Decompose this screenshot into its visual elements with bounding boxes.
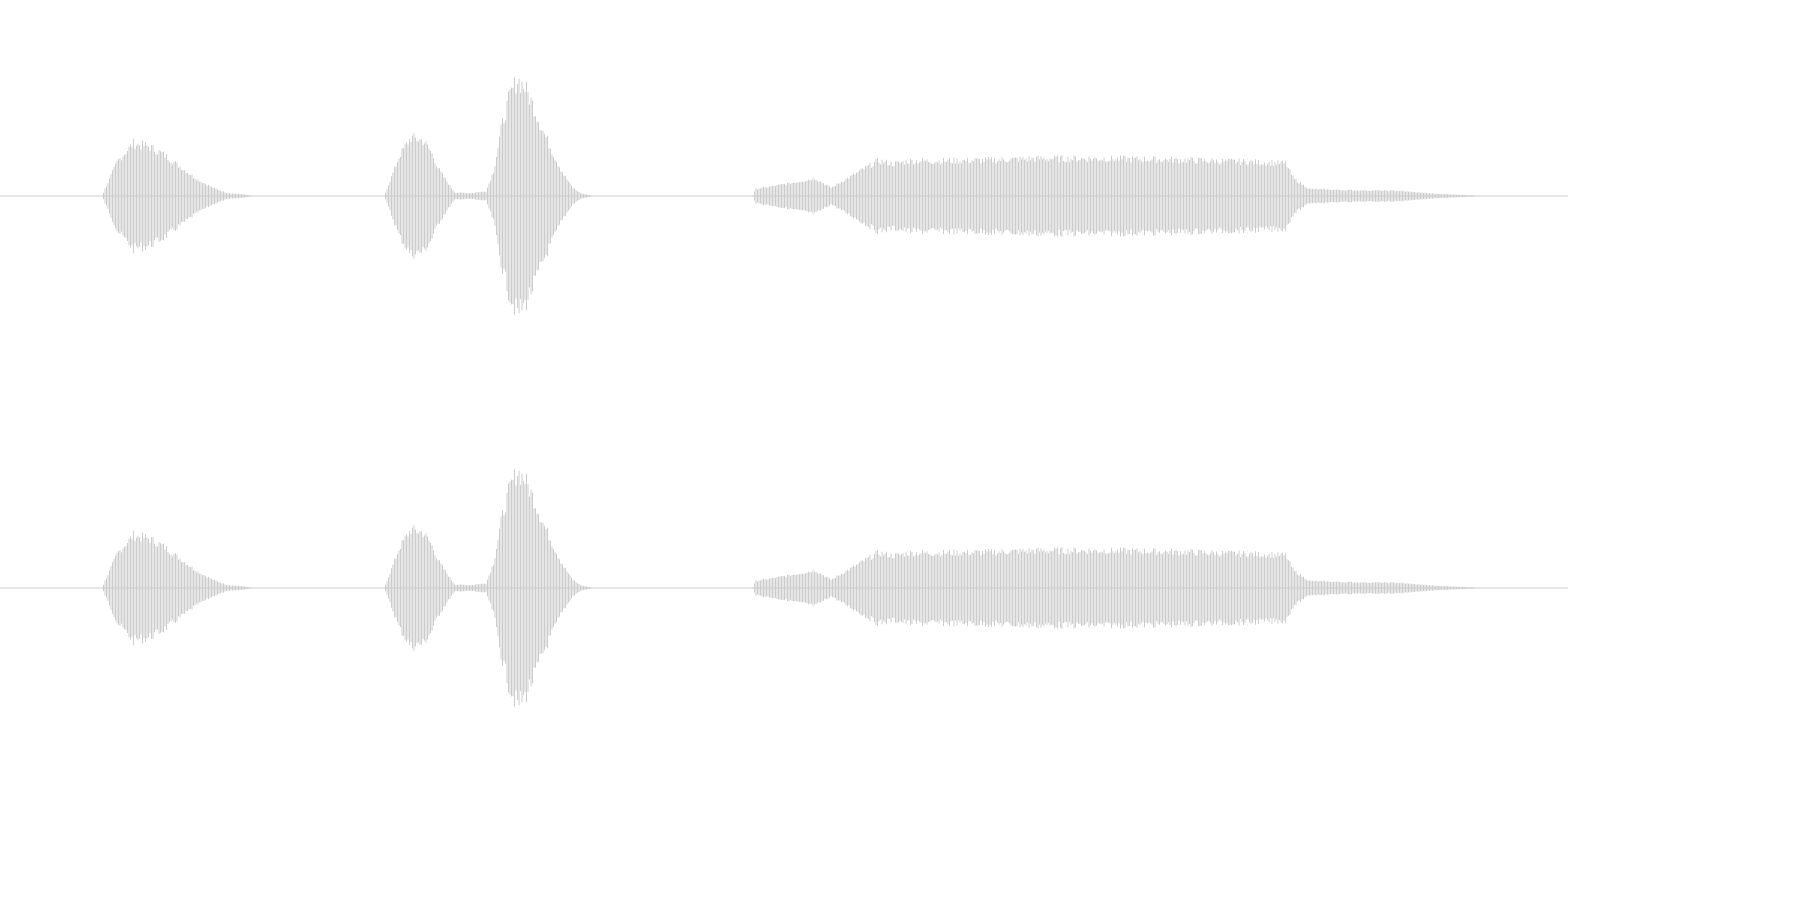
- waveform-canvas: [0, 77, 1568, 707]
- audio-waveform-view: [0, 77, 1568, 707]
- channel-2-waveform: [0, 469, 1568, 707]
- channel-1-waveform: [0, 77, 1568, 315]
- channel-1-samples: [103, 77, 1483, 315]
- channel-2-samples: [103, 469, 1483, 707]
